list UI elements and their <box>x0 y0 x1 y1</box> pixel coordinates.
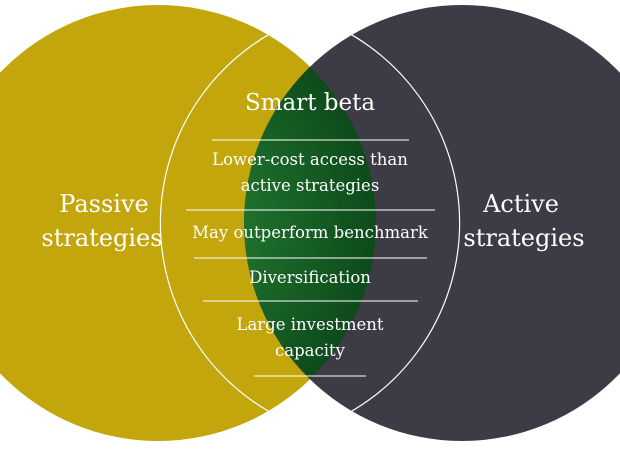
active-label-line-1: Active <box>482 190 559 218</box>
benefit-item-3: Diversification <box>249 268 371 287</box>
benefit-item-2: May outperform benchmark <box>192 223 429 242</box>
smart-beta-title: Smart beta <box>245 90 375 116</box>
passive-label-line-2: strategies <box>41 224 162 252</box>
benefit-item-4-line-2: capacity <box>275 341 346 360</box>
benefit-item-4-line-1: Large investment <box>236 315 383 334</box>
passive-label-line-1: Passive <box>59 190 148 218</box>
benefit-item-1-line-1: Lower-cost access than <box>212 150 408 169</box>
overlap-outline <box>159 15 461 431</box>
active-label-line-2: strategies <box>463 224 584 252</box>
benefit-item-1-line-2: active strategies <box>241 176 380 195</box>
